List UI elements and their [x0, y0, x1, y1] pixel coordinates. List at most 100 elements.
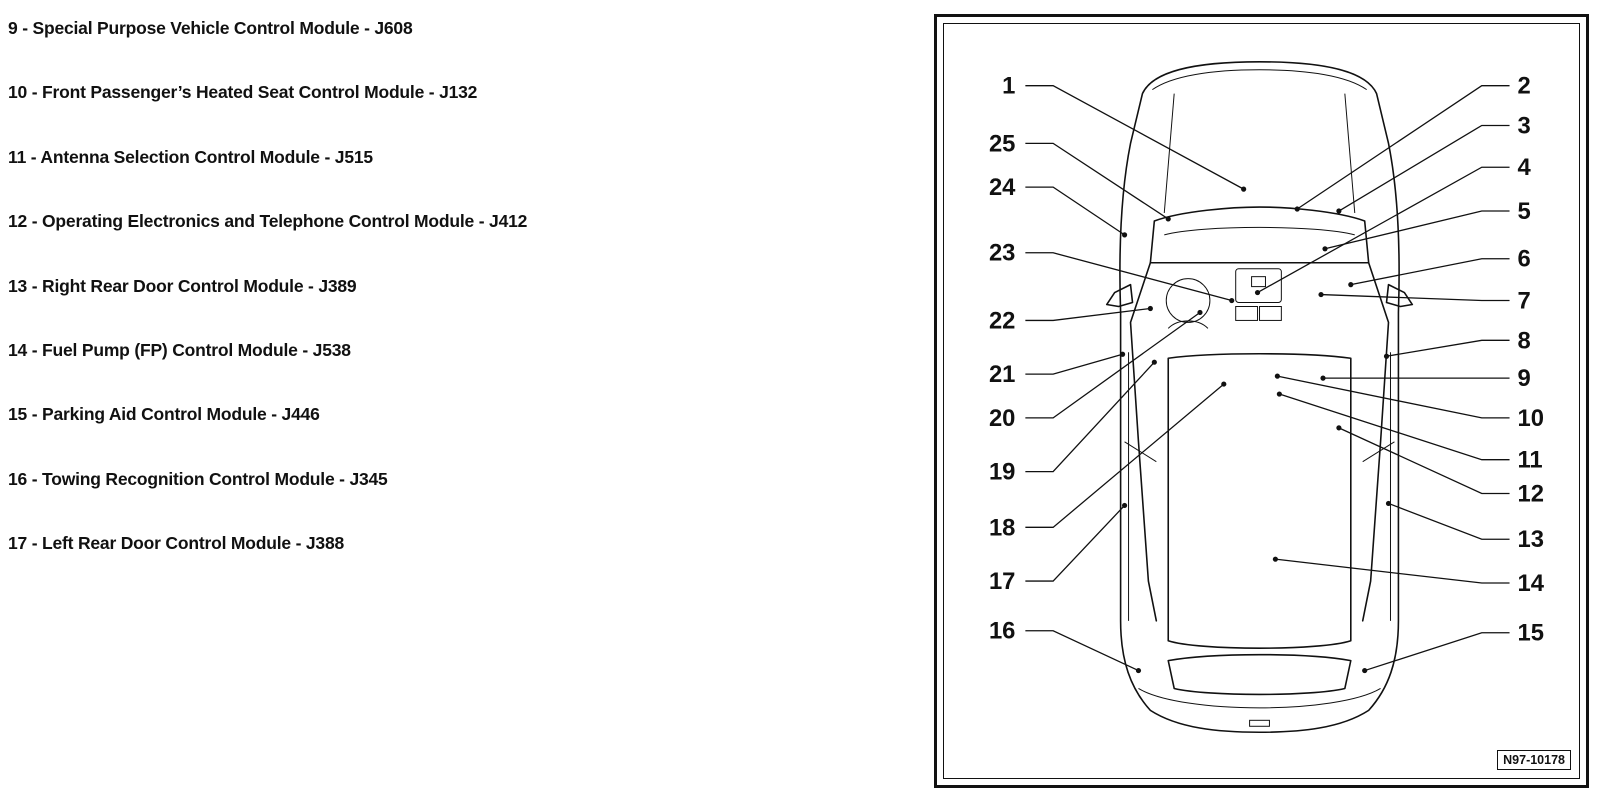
callout-11: 11	[1276, 391, 1543, 474]
legend-item: 17 - Left Rear Door Control Module - J38…	[8, 533, 345, 554]
vehicle-outline	[1105, 61, 1414, 734]
callout-leader-line	[1338, 124, 1510, 212]
callout-number: 8	[1517, 327, 1530, 354]
callout-number: 23	[989, 240, 1015, 267]
legend-item: 10 - Front Passenger’s Heated Seat Contr…	[8, 82, 478, 103]
callout-number: 2	[1517, 73, 1530, 100]
callout-leader-line	[1388, 502, 1510, 540]
callout-target-dot	[1348, 282, 1354, 288]
callout-target-dot	[1318, 291, 1324, 298]
callout-number: 12	[1517, 480, 1543, 507]
callout-number: 24	[989, 174, 1016, 201]
callout-number: 19	[989, 459, 1015, 486]
callout-number: 17	[989, 568, 1015, 595]
callout-number: 11	[1517, 447, 1542, 474]
callout-number: 15	[1517, 620, 1543, 647]
callout-leader-line	[1324, 210, 1510, 250]
callout-leader-line	[1025, 307, 1151, 322]
callout-leader-line	[1257, 166, 1510, 294]
callout-13: 13	[1385, 500, 1544, 553]
callout-target-dot	[1385, 500, 1392, 507]
callout-leader-line	[1025, 186, 1125, 236]
callout-leader-line	[1025, 505, 1126, 582]
callout-leader-line	[1025, 311, 1201, 419]
callout-leader-line	[1386, 339, 1510, 357]
callout-target-dot	[1336, 425, 1342, 431]
callout-target-dot	[1320, 375, 1326, 381]
callout-number: 4	[1517, 154, 1531, 181]
callout-2: 2	[1294, 73, 1531, 212]
callout-number: 5	[1517, 198, 1530, 225]
callout-leader-line	[1279, 393, 1510, 461]
callout-number: 1	[1002, 73, 1015, 100]
callout-target-dot	[1229, 297, 1235, 304]
callout-number: 6	[1517, 246, 1530, 273]
callout-number: 7	[1517, 287, 1530, 314]
callout-17: 17	[989, 502, 1128, 595]
legend-list: 9 - Special Purpose Vehicle Control Modu…	[8, 14, 888, 594]
callout-number: 16	[989, 618, 1015, 645]
callout-20: 20	[989, 309, 1203, 432]
callout-target-dot	[1121, 502, 1128, 509]
callout-target-dot	[1241, 186, 1247, 192]
callout-target-dot	[1151, 359, 1157, 365]
legend-item: 15 - Parking Aid Control Module - J446	[8, 404, 320, 425]
callout-target-dot	[1276, 391, 1282, 397]
callout-target-dot	[1221, 381, 1227, 387]
callout-number: 22	[989, 307, 1015, 334]
callout-25: 25	[989, 130, 1171, 222]
callout-leader-line	[1025, 142, 1169, 220]
callout-target-dot	[1254, 289, 1261, 296]
callout-target-dot	[1135, 667, 1142, 674]
callout-leader-line	[1025, 252, 1232, 302]
callout-18: 18	[989, 381, 1227, 541]
callout-number: 10	[1517, 405, 1543, 432]
callout-number: 18	[989, 514, 1015, 541]
callout-1: 1	[1002, 73, 1247, 192]
callout-target-dot	[1383, 353, 1390, 359]
callout-target-dot	[1294, 206, 1300, 212]
legend-item: 11 - Antenna Selection Control Module - …	[8, 146, 373, 167]
callout-24: 24	[989, 174, 1128, 238]
callout-8: 8	[1383, 327, 1531, 359]
callout-5: 5	[1322, 198, 1531, 252]
callout-target-dot	[1362, 667, 1368, 674]
callout-leader-line	[1296, 85, 1510, 210]
callout-10: 10	[1274, 373, 1544, 432]
legend-item: 13 - Right Rear Door Control Module - J3…	[8, 275, 357, 296]
callout-21: 21	[989, 351, 1126, 388]
callout-6: 6	[1348, 246, 1531, 288]
callout-target-dot	[1147, 305, 1153, 312]
legend-item: 9 - Special Purpose Vehicle Control Modu…	[8, 18, 413, 38]
callout-number: 9	[1517, 365, 1530, 392]
callout-target-dot	[1272, 556, 1278, 562]
callout-leader-line	[1025, 353, 1123, 375]
callout-target-dot	[1336, 208, 1342, 214]
callout-7: 7	[1318, 287, 1531, 314]
figure-reference-code: N97-10178	[1497, 750, 1571, 770]
callout-22: 22	[989, 305, 1153, 334]
callout-23: 23	[989, 240, 1235, 304]
callout-number: 25	[989, 130, 1015, 157]
callout-19: 19	[989, 359, 1157, 486]
callout-16: 16	[989, 618, 1142, 674]
callout-leader-line	[1364, 632, 1510, 672]
callout-9: 9	[1320, 365, 1531, 392]
callout-leader-line	[1338, 427, 1510, 495]
callout-leader-line	[1025, 383, 1225, 528]
callout-leader-line	[1025, 630, 1139, 672]
callout-leader-line	[1277, 375, 1510, 419]
legend-item: 12 - Operating Electronics and Telephone…	[8, 211, 528, 232]
legend-item: 14 - Fuel Pump (FP) Control Module - J53…	[8, 339, 351, 360]
callout-target-dot	[1322, 246, 1328, 252]
callout-target-dot	[1197, 309, 1203, 316]
callout-15: 15	[1362, 620, 1544, 674]
callout-3: 3	[1336, 112, 1531, 214]
callout-target-dot	[1120, 351, 1126, 357]
callout-target-dot	[1121, 232, 1128, 238]
legend-item: 16 - Towing Recognition Control Module -…	[8, 468, 388, 489]
